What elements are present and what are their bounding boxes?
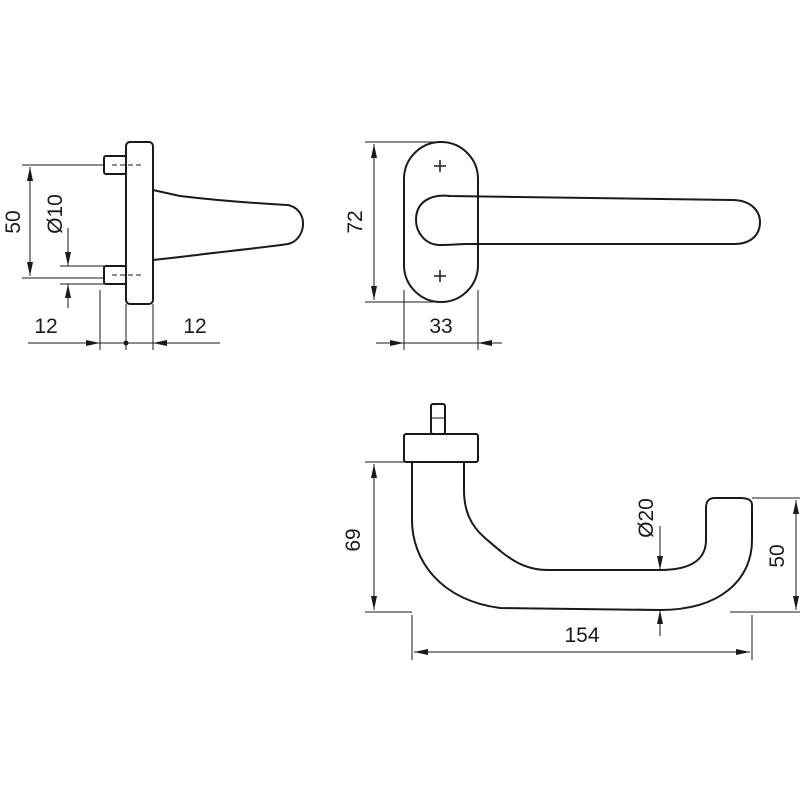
top-dim-text-50: 50	[766, 544, 789, 567]
top-rose-base	[403, 433, 479, 463]
side-dim-text-12-right: 12	[183, 315, 206, 338]
side-dim-dot	[123, 340, 129, 346]
side-dim-text-d10: Ø10	[44, 194, 67, 234]
top-spindle-pin	[430, 403, 446, 435]
side-rose-plate	[125, 141, 154, 305]
top-dim-text-d20: Ø20	[635, 498, 658, 538]
top-dim-text-69: 69	[342, 528, 365, 551]
side-view: 50 Ø10 12 12	[2, 141, 304, 350]
side-dim-text-50: 50	[2, 210, 25, 233]
front-lever	[415, 194, 761, 246]
side-lower-spindle	[103, 265, 127, 285]
top-view: 69 Ø20 50 154	[342, 403, 800, 660]
front-screw-mark-top	[434, 160, 446, 172]
top-dim-text-154: 154	[564, 624, 599, 647]
front-dim-text-33: 33	[429, 315, 452, 338]
front-dim-text-72: 72	[344, 210, 367, 233]
side-dim-text-12-left: 12	[34, 315, 57, 338]
front-view: 72 33	[344, 141, 761, 350]
side-lever-body	[152, 189, 304, 261]
front-screw-mark-bottom	[434, 270, 446, 282]
top-u-lever	[411, 461, 753, 611]
front-oval-rose	[403, 141, 479, 303]
